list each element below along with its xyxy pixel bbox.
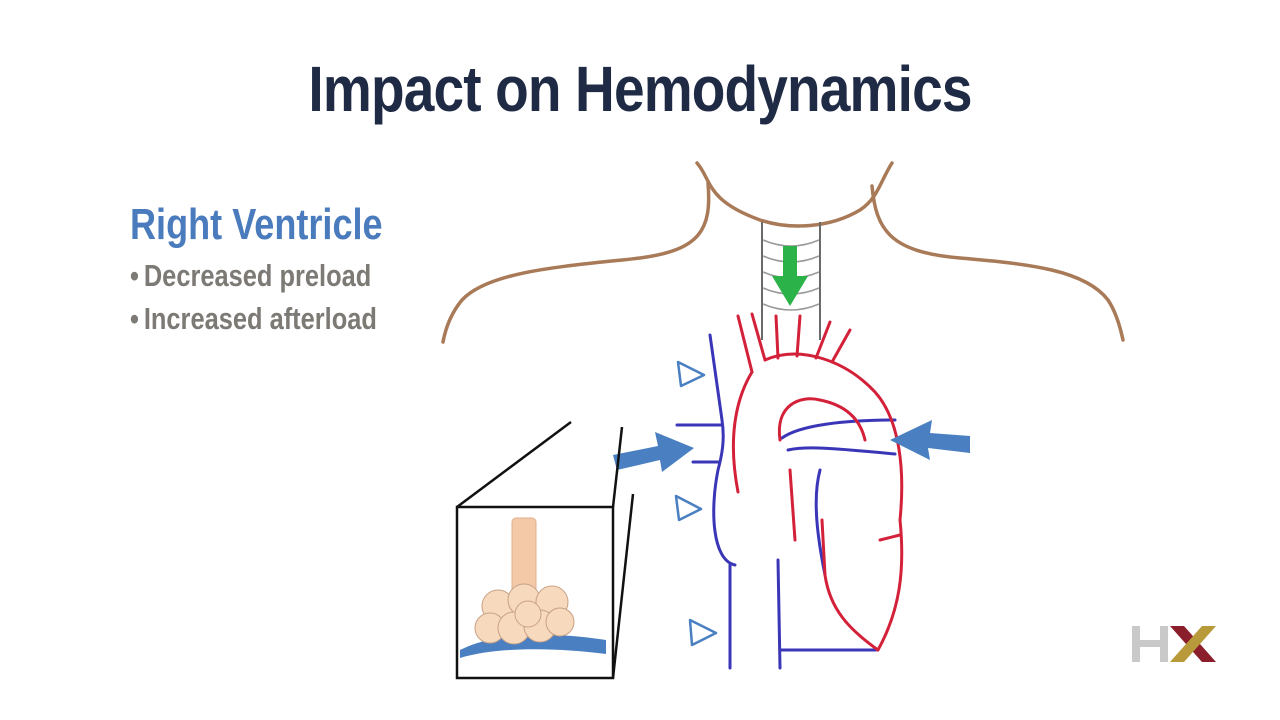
bullet-item: •Decreased preload bbox=[130, 254, 401, 297]
blue-inflow-arrow-icon bbox=[890, 420, 970, 460]
bullet-list: •Decreased preload •Increased afterload bbox=[130, 254, 460, 340]
alveoli-zoom-box bbox=[455, 420, 635, 680]
hollow-triangle-pointer-icon bbox=[674, 494, 703, 522]
bullet-text: Decreased preload bbox=[143, 258, 372, 293]
bullet-dot-icon: • bbox=[130, 301, 139, 336]
bullet-dot-icon: • bbox=[130, 258, 139, 293]
hollow-triangle-pointer-icon bbox=[688, 618, 718, 647]
bullet-text: Increased afterload bbox=[143, 301, 377, 336]
hx-logo bbox=[1132, 626, 1216, 662]
hx-logo-mark bbox=[1132, 626, 1216, 662]
green-down-arrow-icon bbox=[772, 246, 808, 306]
venous-system bbox=[675, 333, 897, 670]
panel-heading: Right Ventricle bbox=[130, 200, 383, 249]
alveoli-cluster bbox=[474, 583, 575, 645]
blue-inflow-arrow-icon bbox=[613, 432, 694, 472]
slide-title: Impact on Hemodynamics bbox=[308, 53, 972, 125]
bullet-item: •Increased afterload bbox=[130, 297, 401, 340]
hollow-triangle-pointer-icon bbox=[676, 360, 706, 388]
right-ventricle-panel: Right Ventricle •Decreased preload •Incr… bbox=[130, 200, 460, 340]
arterial-system bbox=[731, 312, 904, 652]
body-outline bbox=[441, 161, 1125, 344]
